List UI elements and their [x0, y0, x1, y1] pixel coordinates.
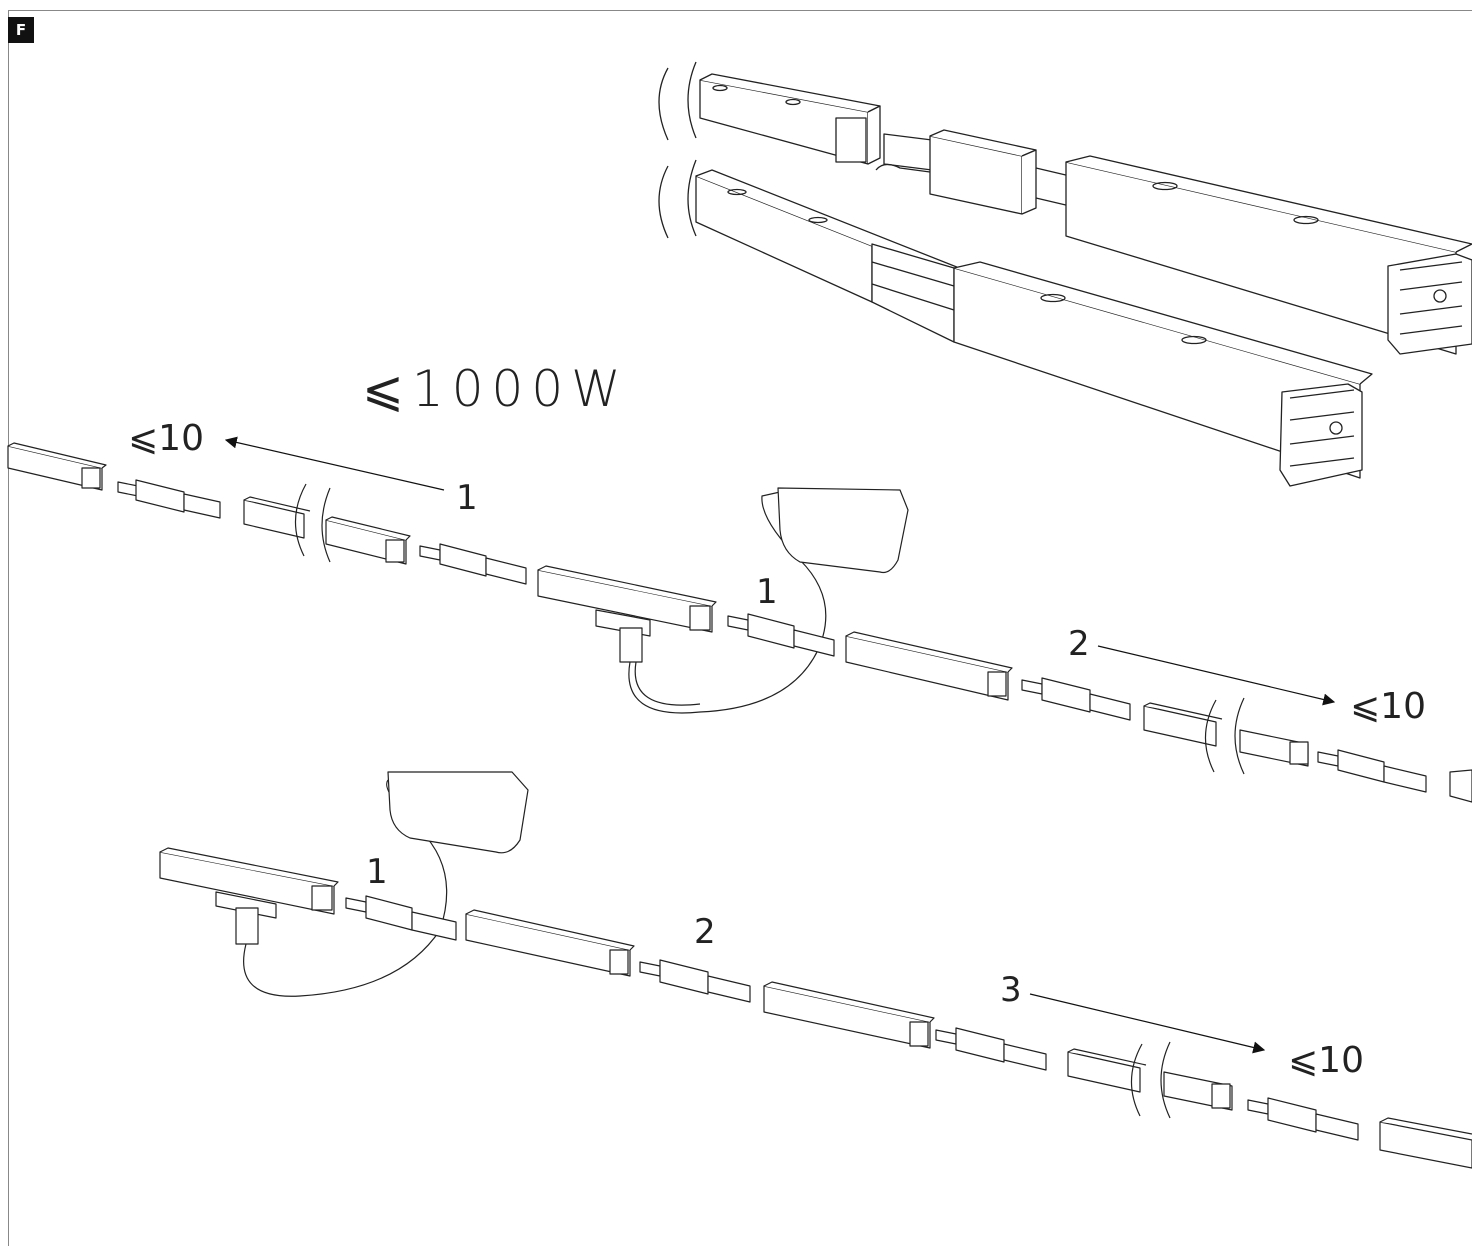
row1-right-limit: ⩽10 — [1350, 686, 1426, 727]
count-arrows — [224, 436, 1336, 1054]
max-power-label: ⩽1000W — [362, 360, 629, 418]
track-row-2 — [160, 772, 1472, 1168]
arrow-row1-left — [224, 436, 444, 490]
track-row-1 — [8, 443, 1472, 802]
row2-count-2: 2 — [694, 912, 716, 952]
figure-label: F — [8, 17, 34, 43]
arrow-row2-right — [1030, 994, 1266, 1054]
arrow-row1-right — [1098, 646, 1336, 706]
row2-right-limit: ⩽10 — [1288, 1040, 1364, 1081]
row1-left-limit: ⩽10 — [128, 418, 204, 459]
row2-feed-number: 1 — [366, 852, 388, 892]
row1-left-count: 1 — [456, 478, 478, 518]
row1-right-count: 2 — [1068, 624, 1090, 664]
row2-count-3: 3 — [1000, 970, 1022, 1010]
frame-top-rule — [8, 10, 1472, 11]
track-detail-illustration — [659, 62, 1472, 486]
frame-left-rule — [8, 10, 9, 1246]
row1-feed-number: 1 — [756, 572, 778, 612]
